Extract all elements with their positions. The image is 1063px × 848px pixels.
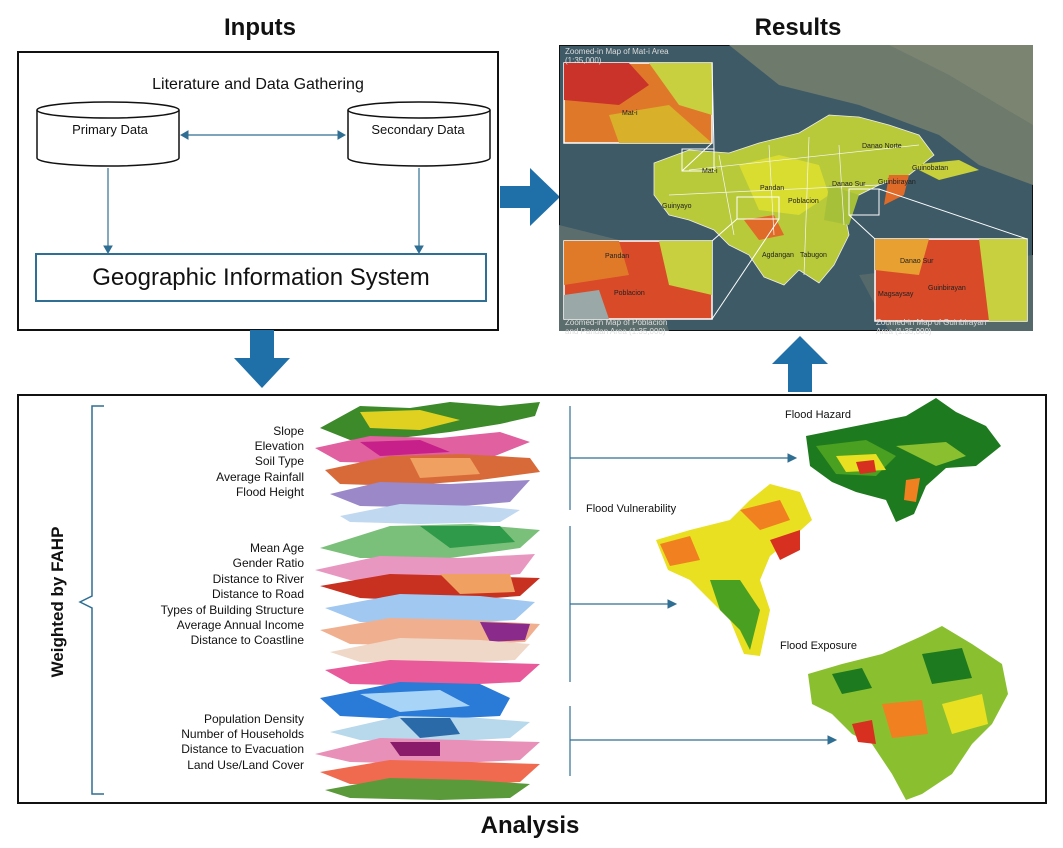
factor-label: Distance to Evacuation bbox=[181, 742, 304, 756]
flood-hazard-label: Flood Hazard bbox=[785, 409, 852, 421]
place-label: Poblacion bbox=[788, 198, 819, 205]
place-label: Guinbirayan bbox=[928, 285, 966, 292]
caption-top-left-line2: (1:35,000) bbox=[565, 56, 602, 65]
flood-vulnerability-label: Flood Vulnerability bbox=[586, 503, 677, 515]
caption-bottom-right: Zoomed-in Map of Guinbirayan Area (1:35,… bbox=[876, 318, 1026, 336]
place-label: Danao Sur bbox=[832, 181, 866, 188]
caption-bottom-left: Zoomed-in Map of Poblacion and Pandan Ar… bbox=[565, 318, 715, 336]
left-brace bbox=[78, 405, 104, 795]
place-label: Mat-i bbox=[622, 110, 638, 117]
analysis-heading: Analysis bbox=[480, 812, 580, 839]
factor-label: Soil Type bbox=[254, 454, 304, 468]
layer-stack bbox=[315, 402, 540, 800]
place-label: Pandan bbox=[605, 253, 630, 260]
secondary-data-cylinder bbox=[347, 101, 491, 167]
caption-bottom-left-line1: Zoomed-in Map of Poblacion bbox=[565, 318, 668, 327]
caption-top-left: Zoomed-in Map of Mat-i Area (1:35,000) bbox=[565, 47, 715, 65]
place-label: Danao Sur bbox=[900, 258, 934, 265]
caption-bottom-left-line2: and Pandan Area (1:35,000) bbox=[565, 327, 666, 336]
caption-top-left-line1: Zoomed-in Map of Mat-i Area bbox=[565, 47, 669, 56]
inputs-panel-title: Literature and Data Gathering bbox=[152, 76, 364, 93]
factor-label: Average Rainfall bbox=[216, 470, 304, 484]
factor-label: Distance to Road bbox=[211, 587, 304, 601]
arrow-inputs-to-analysis bbox=[234, 330, 290, 388]
factor-label: Distance to River bbox=[212, 572, 304, 586]
gis-label: Geographic Information System bbox=[92, 264, 430, 291]
flood-exposure-label: Flood Exposure bbox=[780, 640, 858, 652]
factor-label: Flood Height bbox=[235, 485, 304, 499]
secondary-data-label: Secondary Data bbox=[371, 122, 465, 137]
primary-data-cylinder bbox=[36, 101, 180, 167]
inputs-heading: Inputs bbox=[224, 14, 296, 41]
place-label: Tabugon bbox=[800, 252, 827, 259]
factor-label: Population Density bbox=[203, 712, 304, 726]
place-label: Agdangan bbox=[762, 252, 794, 259]
place-label: Guinobatan bbox=[912, 165, 949, 172]
place-label: Mat-i bbox=[702, 168, 718, 175]
factor-label: Elevation bbox=[254, 439, 304, 453]
arrow-analysis-to-results bbox=[772, 336, 828, 392]
caption-bottom-right-line1: Zoomed-in Map of Guinbirayan bbox=[876, 318, 987, 327]
factor-label: Average Annual Income bbox=[176, 618, 304, 632]
down-arrow-left bbox=[103, 168, 113, 255]
place-label: Guinyayo bbox=[662, 203, 692, 210]
bidirectional-arrow bbox=[179, 130, 347, 140]
results-heading: Results bbox=[754, 14, 842, 41]
flood-vulnerability-map bbox=[656, 484, 812, 656]
place-label: Pandan bbox=[760, 185, 785, 192]
factor-label: Gender Ratio bbox=[232, 556, 304, 570]
primary-data-label: Primary Data bbox=[72, 122, 148, 137]
caption-bottom-right-line2: Area (1:35,000) bbox=[876, 327, 932, 336]
factor-label: Number of Households bbox=[181, 727, 304, 741]
place-label: Danao Norte bbox=[862, 143, 902, 150]
factor-label: Distance to Coastline bbox=[190, 633, 304, 647]
place-label: Guinbirayan bbox=[878, 179, 916, 186]
gis-box bbox=[35, 253, 487, 302]
down-arrow-right bbox=[414, 168, 424, 255]
factor-label: Land Use/Land Cover bbox=[187, 758, 304, 772]
factor-label: Types of Building Structure bbox=[160, 603, 304, 617]
arrow-inputs-to-results bbox=[500, 168, 560, 226]
place-label: Poblacion bbox=[614, 290, 645, 297]
output-connectors bbox=[569, 406, 838, 776]
flood-exposure-map bbox=[808, 626, 1008, 800]
results-map bbox=[559, 45, 1033, 331]
factor-label: Slope bbox=[273, 424, 304, 438]
factor-label: Mean Age bbox=[249, 541, 304, 555]
place-label: Magsaysay bbox=[878, 291, 914, 298]
fahp-label: Weighted by FAHP bbox=[48, 526, 67, 678]
flood-hazard-map bbox=[806, 398, 1001, 522]
inputs-diagram bbox=[35, 101, 491, 302]
